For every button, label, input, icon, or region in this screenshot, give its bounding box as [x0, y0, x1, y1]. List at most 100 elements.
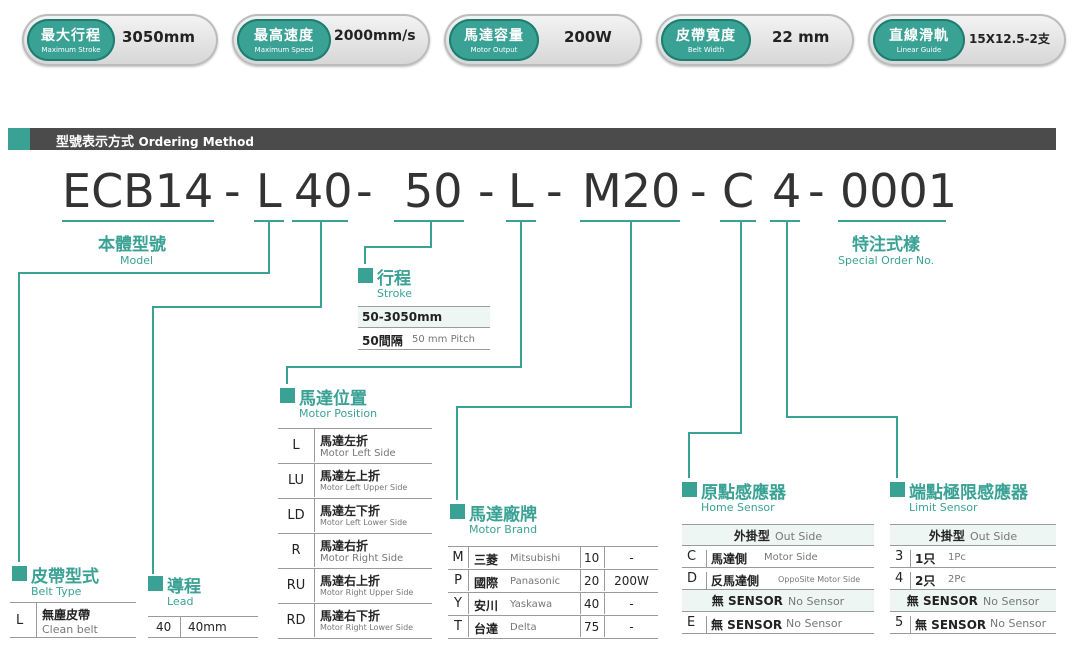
- stroke-pitch-row: 50間隔 50 mm Pitch: [358, 328, 490, 350]
- brand-divider: [580, 593, 581, 614]
- home-value-zh: 無 SENSOR: [706, 616, 782, 633]
- brand-value-en: Panasonic: [510, 576, 561, 587]
- spec-badge-label: 最大行程 Maximum Stroke: [27, 19, 115, 61]
- code-position: L: [508, 164, 534, 218]
- limit-value-zh: 2只: [910, 572, 935, 589]
- belt-marker: [12, 566, 27, 581]
- home-table: 外掛型 Out Side C 馬達側 Motor Side D 反馬達側 Opp…: [682, 524, 874, 634]
- brand-divider: [468, 616, 469, 637]
- limit-row-4: 4 2只 2Pc: [890, 568, 1056, 590]
- limit-code: 5: [895, 615, 904, 630]
- special-label-en: Special Order No.: [838, 254, 935, 267]
- home-none-row: 無 SENSOR No Sensor: [682, 590, 874, 612]
- brand-value-en: Delta: [510, 622, 537, 633]
- position-marker: [280, 388, 295, 403]
- badge-zh: 最大行程: [41, 28, 101, 44]
- connector-limit: [786, 221, 788, 417]
- section-title: 型號表示方式 Ordering Method: [56, 131, 254, 150]
- badge-en: Motor Output: [470, 46, 518, 54]
- position-value-zh: 馬達右下折: [320, 609, 381, 623]
- home-label-zh: 原點感應器: [701, 483, 786, 503]
- brand-label-zh: 馬達廠牌: [469, 505, 537, 525]
- home-header-en: Out Side: [774, 530, 823, 543]
- stroke-range-row: 50-3050mm: [358, 306, 490, 328]
- position-value-zh: 馬達右上折: [320, 574, 381, 588]
- belt-value-en: Clean belt: [42, 623, 98, 636]
- brand-value-en: Yaskawa: [510, 599, 553, 610]
- section-header-bar: 型號表示方式 Ordering Method: [8, 128, 1056, 150]
- limit-header-row: 外掛型 Out Side: [890, 524, 1056, 546]
- code-lead: 40: [294, 164, 353, 218]
- code-stroke: 50: [404, 164, 463, 218]
- limit-code: 4: [895, 571, 904, 586]
- connector-brand: [456, 406, 458, 500]
- code-sep: -: [224, 164, 241, 218]
- badge-zh: 最高速度: [254, 28, 314, 44]
- brand-divider: [580, 547, 581, 568]
- lead-divider: [180, 617, 181, 638]
- lead-value: 40mm: [188, 620, 227, 634]
- brand-label-en: Motor Brand: [469, 523, 538, 536]
- position-value-en: Motor Left Lower Side: [320, 518, 408, 527]
- limit-value-en: 2Pc: [948, 574, 966, 585]
- underline-stroke: [394, 220, 464, 222]
- brand-divider: [604, 547, 605, 568]
- position-divider: [314, 464, 315, 497]
- brand-divider: [468, 593, 469, 614]
- brand-code: P: [454, 573, 462, 588]
- limit-header-en: Out Side: [969, 530, 1018, 543]
- badge-value: 200W: [564, 28, 612, 46]
- home-value-zh: 馬達側: [706, 550, 747, 567]
- position-code: LD: [287, 508, 305, 523]
- position-value-zh: 馬達左下折: [320, 504, 381, 518]
- spec-badge-label: 直線滑軌 Linear Guide: [873, 19, 965, 61]
- limit-value-zh: 無 SENSOR: [910, 616, 986, 633]
- position-divider: [314, 534, 315, 567]
- brand-power: -: [629, 551, 634, 565]
- stroke-label-zh: 行程: [377, 269, 411, 289]
- connector-lead: [320, 221, 322, 307]
- limit-label-zh: 端點極限感應器: [909, 483, 1028, 503]
- badge-value: 15X12.5-2支: [969, 32, 1050, 46]
- stroke-marker: [358, 268, 373, 283]
- brand-power: -: [629, 620, 634, 634]
- position-divider: [314, 569, 315, 602]
- home-row-c: C 馬達側 Motor Side: [682, 546, 874, 568]
- model-label-zh: 本體型號: [98, 235, 166, 255]
- home-code: E: [687, 615, 696, 630]
- code-limit: 4: [772, 164, 802, 218]
- spec-badge-label: 馬達容量 Motor Output: [449, 19, 539, 61]
- home-row-d: D 反馬達側 OppoSite Motor Side: [682, 568, 874, 590]
- brand-value-zh: 台達: [474, 622, 499, 636]
- lead-label-zh: 導程: [167, 577, 201, 597]
- connector-limit: [786, 416, 898, 418]
- home-value-en: Motor Side: [764, 552, 818, 563]
- limit-row-5: 5 無 SENSOR No Sensor: [890, 612, 1056, 634]
- code-sep: -: [690, 164, 707, 218]
- limit-code: 3: [895, 549, 904, 564]
- badge-en: Linear Guide: [896, 46, 942, 54]
- belt-label-en: Belt Type: [31, 585, 82, 598]
- brand-code: T: [454, 619, 462, 634]
- connector-home: [740, 221, 742, 433]
- brand-divider: [468, 547, 469, 568]
- stroke-range: 50-3050mm: [362, 310, 443, 324]
- brand-divider: [604, 593, 605, 614]
- limit-none-en: No Sensor: [983, 595, 1040, 608]
- brand-divider: [580, 616, 581, 637]
- belt-divider: [36, 603, 37, 638]
- limit-header-zh: 外掛型: [928, 529, 965, 543]
- brand-power: 200W: [614, 574, 649, 588]
- brand-code: M: [452, 550, 464, 565]
- connector-belt: [268, 221, 270, 273]
- stroke-label-en: Stroke: [377, 287, 413, 300]
- limit-table: 外掛型 Out Side 3 1只 1Pc 4 2只 2Pc 無 SENSOR …: [890, 524, 1056, 634]
- code-home: C: [722, 164, 755, 218]
